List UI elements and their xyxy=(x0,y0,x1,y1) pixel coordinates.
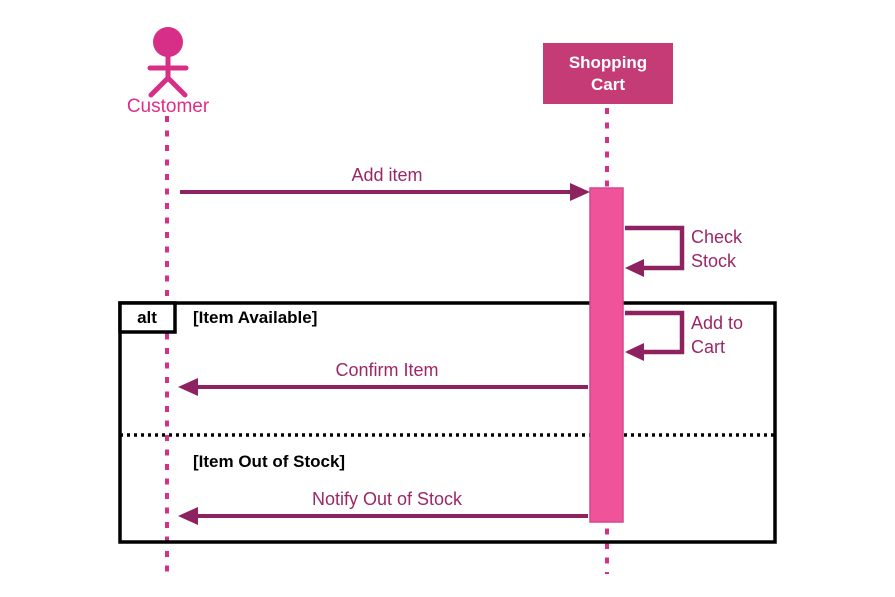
check-stock-message-label: Check Stock xyxy=(691,227,743,271)
add-item-message-label: Add item xyxy=(351,165,423,185)
alt-condition-item-available: [Item Available] xyxy=(193,308,318,327)
check-stock-self-arrow xyxy=(625,225,685,277)
alt-operator-box xyxy=(118,301,177,334)
add-to-cart-self-arrow xyxy=(625,310,685,361)
notify-out-of-stock-arrow xyxy=(178,507,588,525)
notify-out-of-stock-message-label: Notify Out of Stock xyxy=(311,489,463,509)
add-to-cart-loop xyxy=(625,310,685,355)
confirm-item-message-label: Confirm Item xyxy=(335,360,439,380)
add-item-arrow xyxy=(180,183,590,201)
alt-frame-border xyxy=(118,301,777,544)
confirm-item-arrowhead xyxy=(178,378,198,396)
notify-out-of-stock-arrowhead xyxy=(178,507,198,525)
check-stock-arrowhead xyxy=(625,259,644,277)
add-to-cart-message-label: Add to Cart xyxy=(691,313,744,357)
customer-actor-icon xyxy=(147,27,189,98)
add-to-cart-arrowhead xyxy=(625,343,644,361)
actor-right-leg xyxy=(165,75,188,98)
confirm-item-arrow xyxy=(178,378,588,396)
shopping-cart-object-label: Shopping Cart xyxy=(568,52,648,94)
shopping-cart-object-box: Shopping Cart xyxy=(543,43,673,104)
alt-operator-label: alt xyxy=(137,307,157,327)
check-stock-loop xyxy=(625,225,685,271)
customer-actor-label: Customer xyxy=(126,96,210,117)
alt-condition-item-out-of-stock: [Item Out of Stock] xyxy=(193,452,346,471)
add-item-arrowhead xyxy=(570,183,590,201)
actor-left-leg xyxy=(148,75,171,98)
actor-head xyxy=(153,27,183,57)
shopping-cart-activation-bar xyxy=(589,187,624,523)
